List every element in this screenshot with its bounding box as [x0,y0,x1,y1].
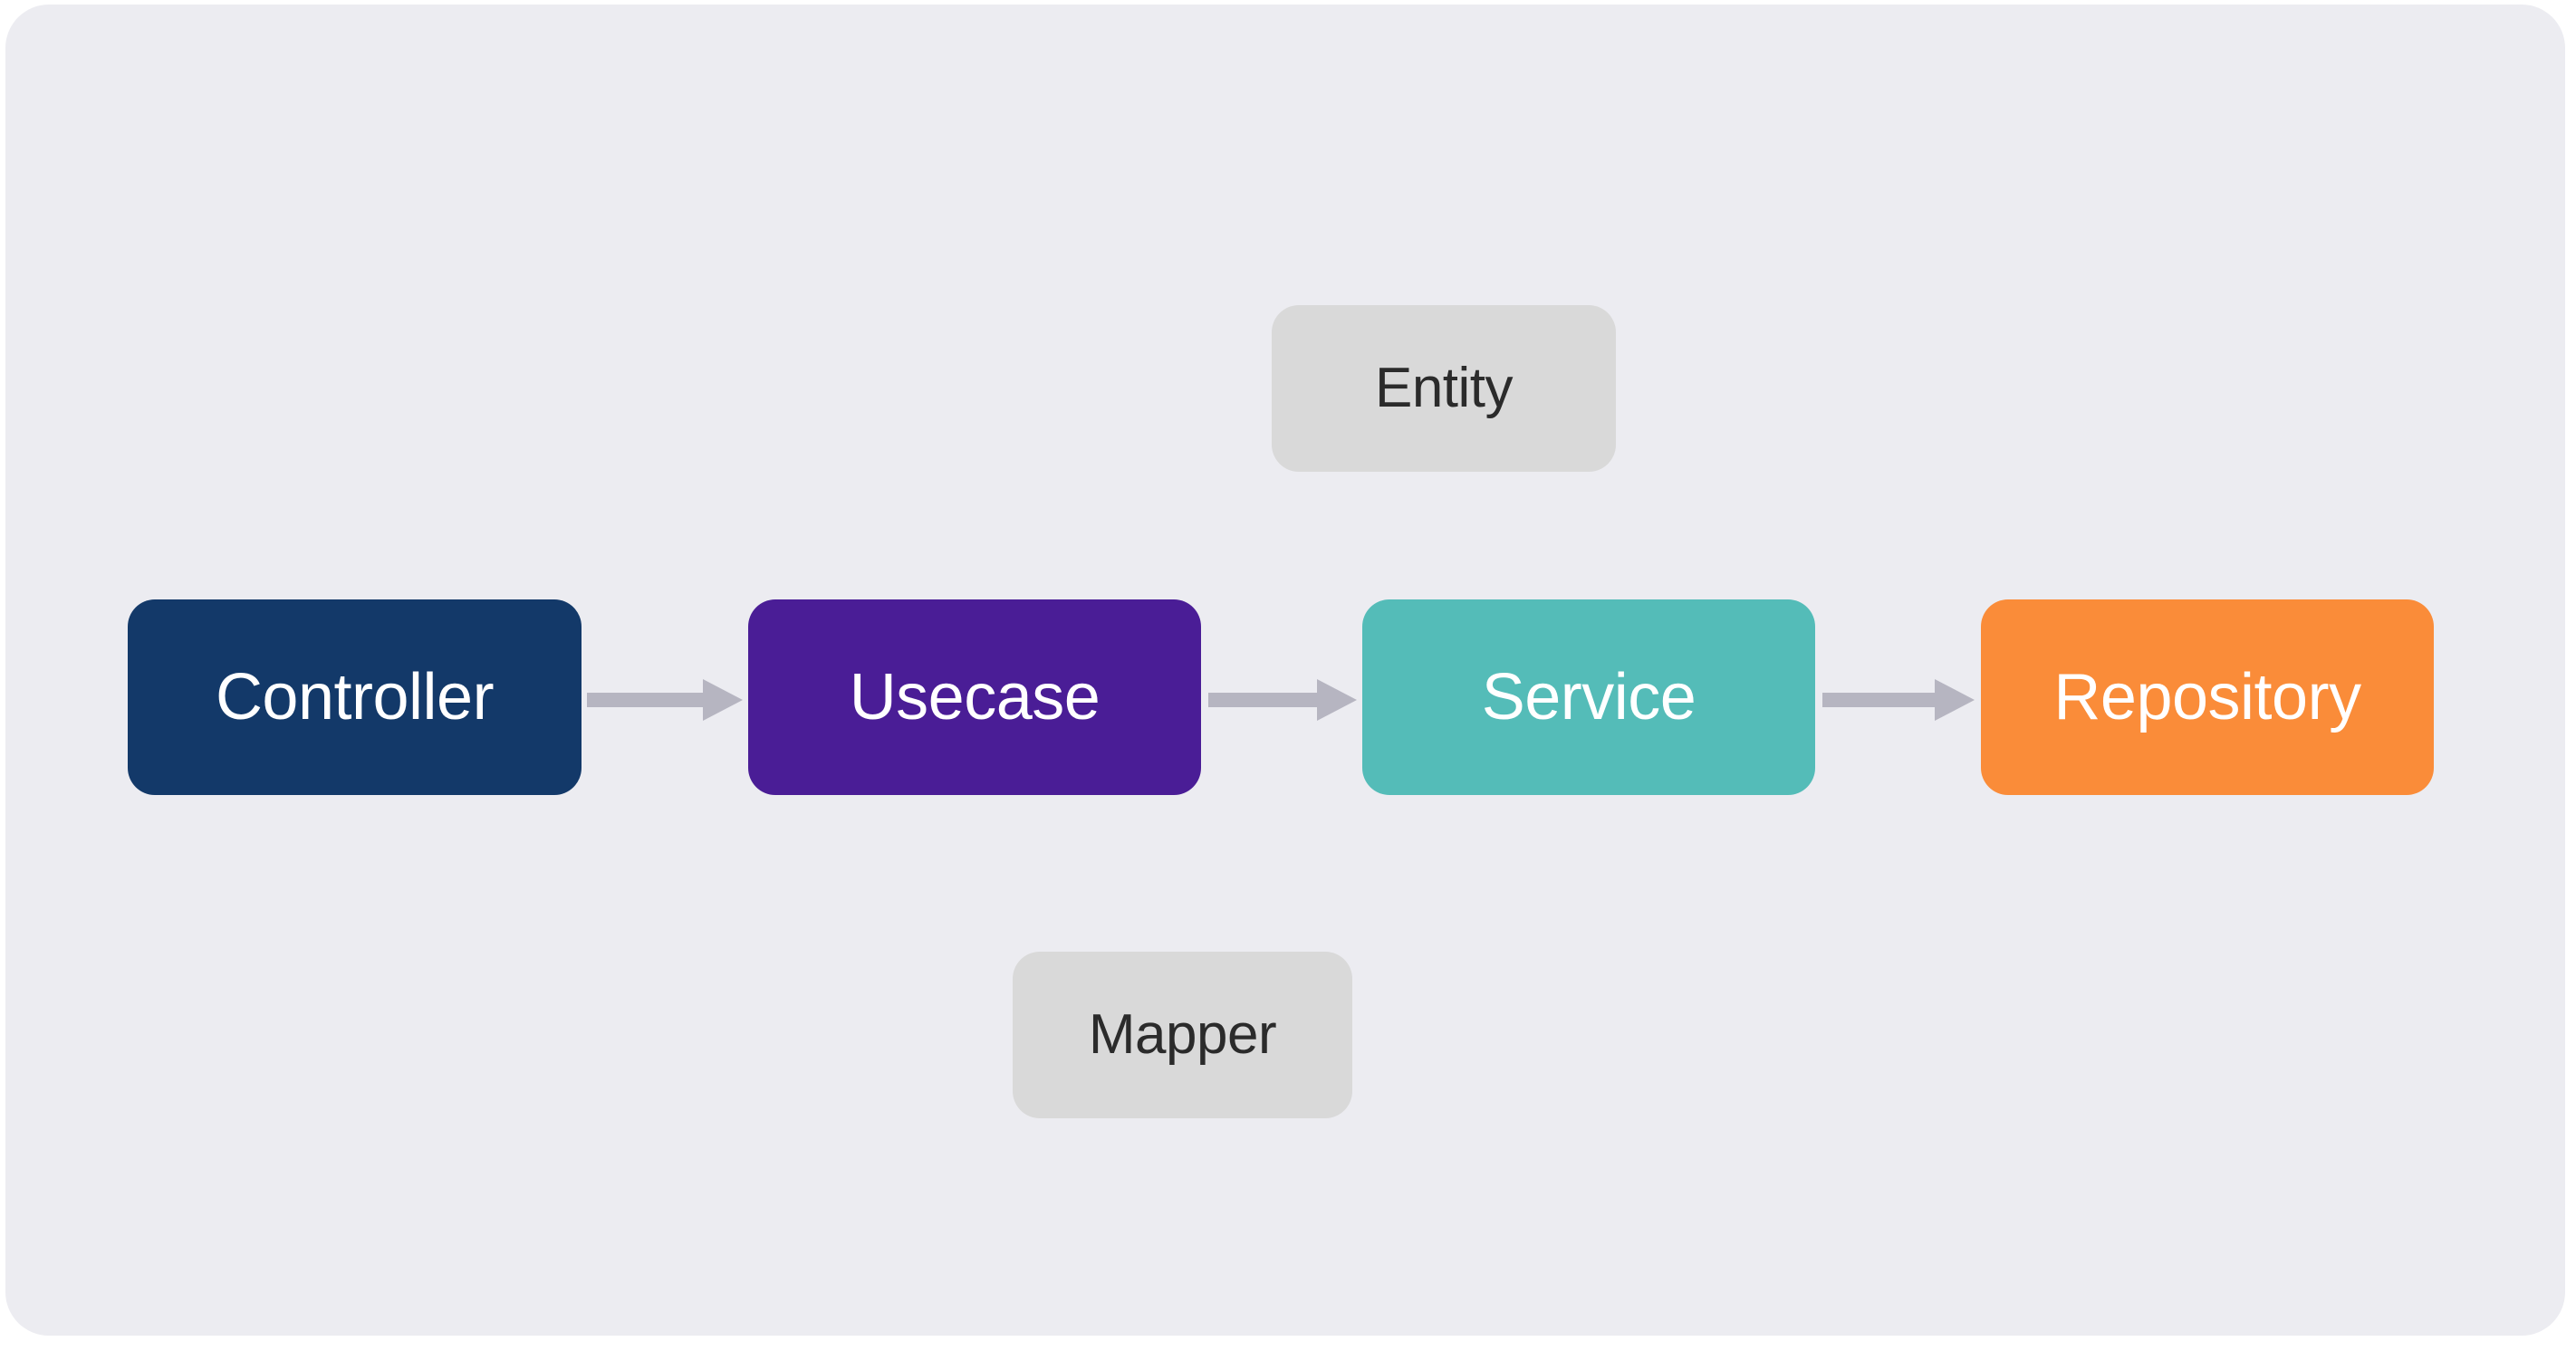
node-mapper: Mapper [1013,952,1352,1118]
node-usecase: Usecase [748,599,1201,795]
node-entity: Entity [1272,305,1616,472]
node-entity-label: Entity [1374,357,1514,419]
node-repository-label: Repository [2053,661,2361,733]
node-repository: Repository [1981,599,2434,795]
node-service-label: Service [1481,661,1697,733]
node-controller-label: Controller [215,661,495,733]
node-usecase-label: Usecase [849,661,1101,733]
node-controller: Controller [128,599,582,795]
node-mapper-label: Mapper [1088,1003,1277,1066]
node-service: Service [1362,599,1815,795]
